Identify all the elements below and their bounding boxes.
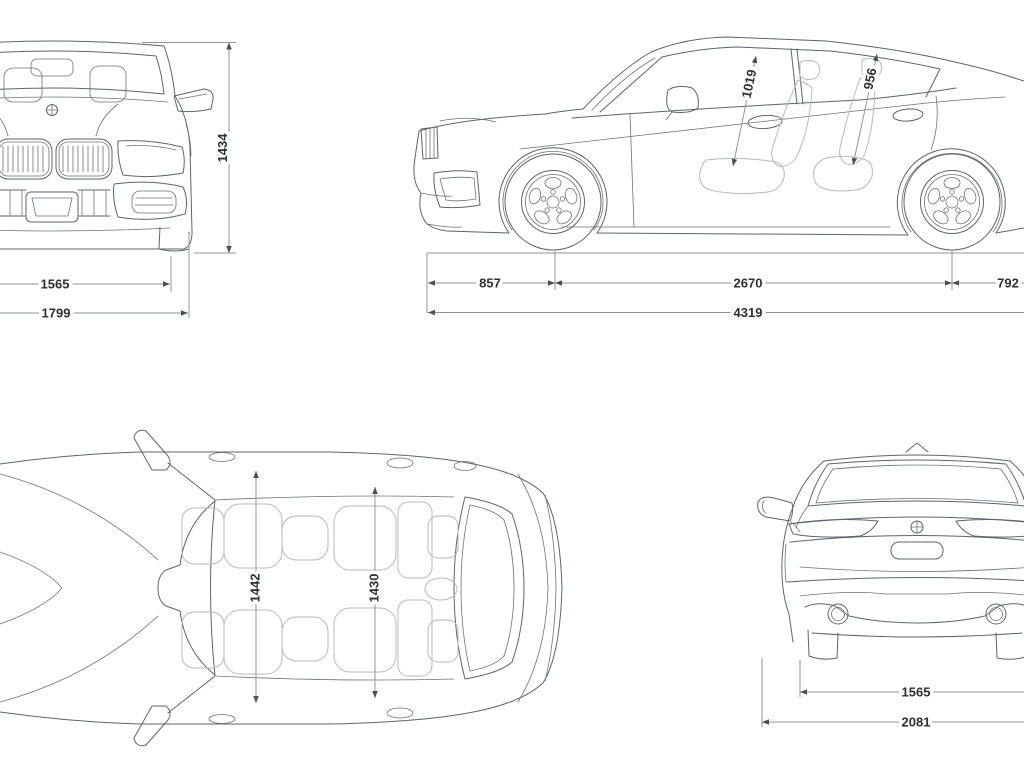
rear-view: 1565 2081 [757, 442, 1024, 733]
top-seats [181, 501, 459, 677]
top-front-interior-width-label: 1442 [247, 574, 262, 603]
rear-car-drawing [757, 442, 1024, 660]
side-view: 1019 956 857 2670 792 4319 [413, 36, 1024, 324]
side-car-drawing [413, 36, 1024, 251]
side-wheelbase-label: 2670 [734, 276, 763, 291]
side-rear-headroom-label: 956 [860, 67, 879, 91]
front-dimensions: 1434 1565 1799 [0, 42, 236, 324]
side-dimensions: 1019 956 857 2670 792 4319 [426, 53, 1024, 324]
rear-width-incl-mirrors-label: 2081 [902, 715, 931, 730]
top-view: 1442 1430 [0, 429, 563, 747]
front-view: 1434 1565 1799 [0, 40, 236, 324]
front-car-drawing [0, 40, 214, 252]
top-dimensions: 1442 1430 [244, 471, 385, 703]
side-rear-overhang-label: 792 [997, 276, 1019, 291]
front-overall-width-label: 1799 [42, 306, 71, 321]
side-overall-length-label: 4319 [734, 305, 763, 320]
side-front-overhang-label: 857 [479, 276, 501, 291]
front-overall-height-label: 1434 [215, 133, 230, 163]
side-front-headroom-label: 1019 [739, 68, 760, 99]
rear-dimensions: 1565 2081 [761, 658, 1024, 733]
rear-track-width-label: 1565 [902, 685, 931, 700]
top-car-drawing [0, 429, 563, 747]
top-rear-interior-width-label: 1430 [366, 574, 381, 603]
side-seats [699, 57, 883, 195]
front-track-width-label: 1565 [41, 277, 70, 292]
